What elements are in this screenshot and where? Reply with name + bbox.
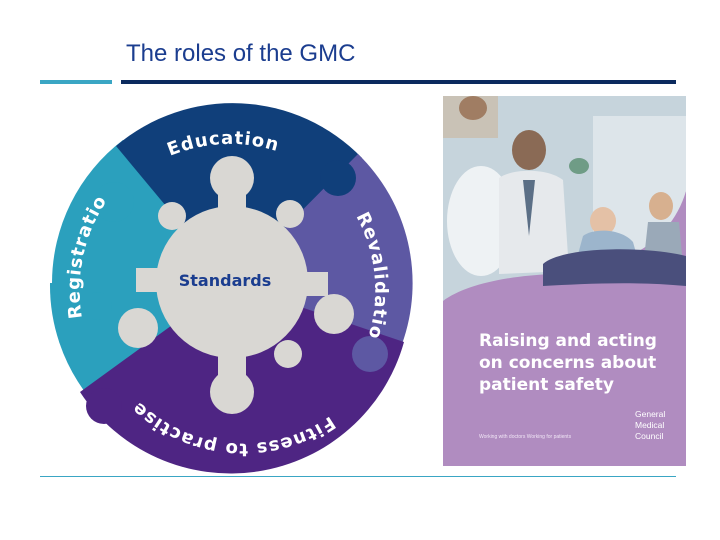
booklet-tagline: Working with doctors Working for patient… [479, 434, 572, 440]
gmc-logo-text: General Medical Council [635, 409, 683, 442]
booklet-title-line: patient safety [479, 375, 614, 395]
org-name-line: General [635, 409, 666, 419]
booklet-title: Raising and acting on concerns about pat… [479, 330, 679, 396]
title-underline-accent [40, 80, 112, 84]
gmc-roles-puzzle-diagram: Education Revalidation Fitness to practi… [40, 96, 418, 474]
booklet-photo [443, 96, 686, 466]
footer-rule [40, 476, 676, 477]
center-piece-standards [118, 156, 354, 414]
booklet-cover-image: Raising and acting on concerns about pat… [443, 96, 686, 466]
slide-title: The roles of the GMC [126, 40, 356, 67]
booklet-title-line: Raising and acting [479, 331, 657, 351]
center-label: Standards [179, 271, 271, 290]
booklet-title-line: on concerns about [479, 353, 657, 373]
org-name-line: Medical [635, 420, 665, 430]
org-name-line: Council [635, 431, 664, 441]
title-underline [121, 80, 676, 84]
